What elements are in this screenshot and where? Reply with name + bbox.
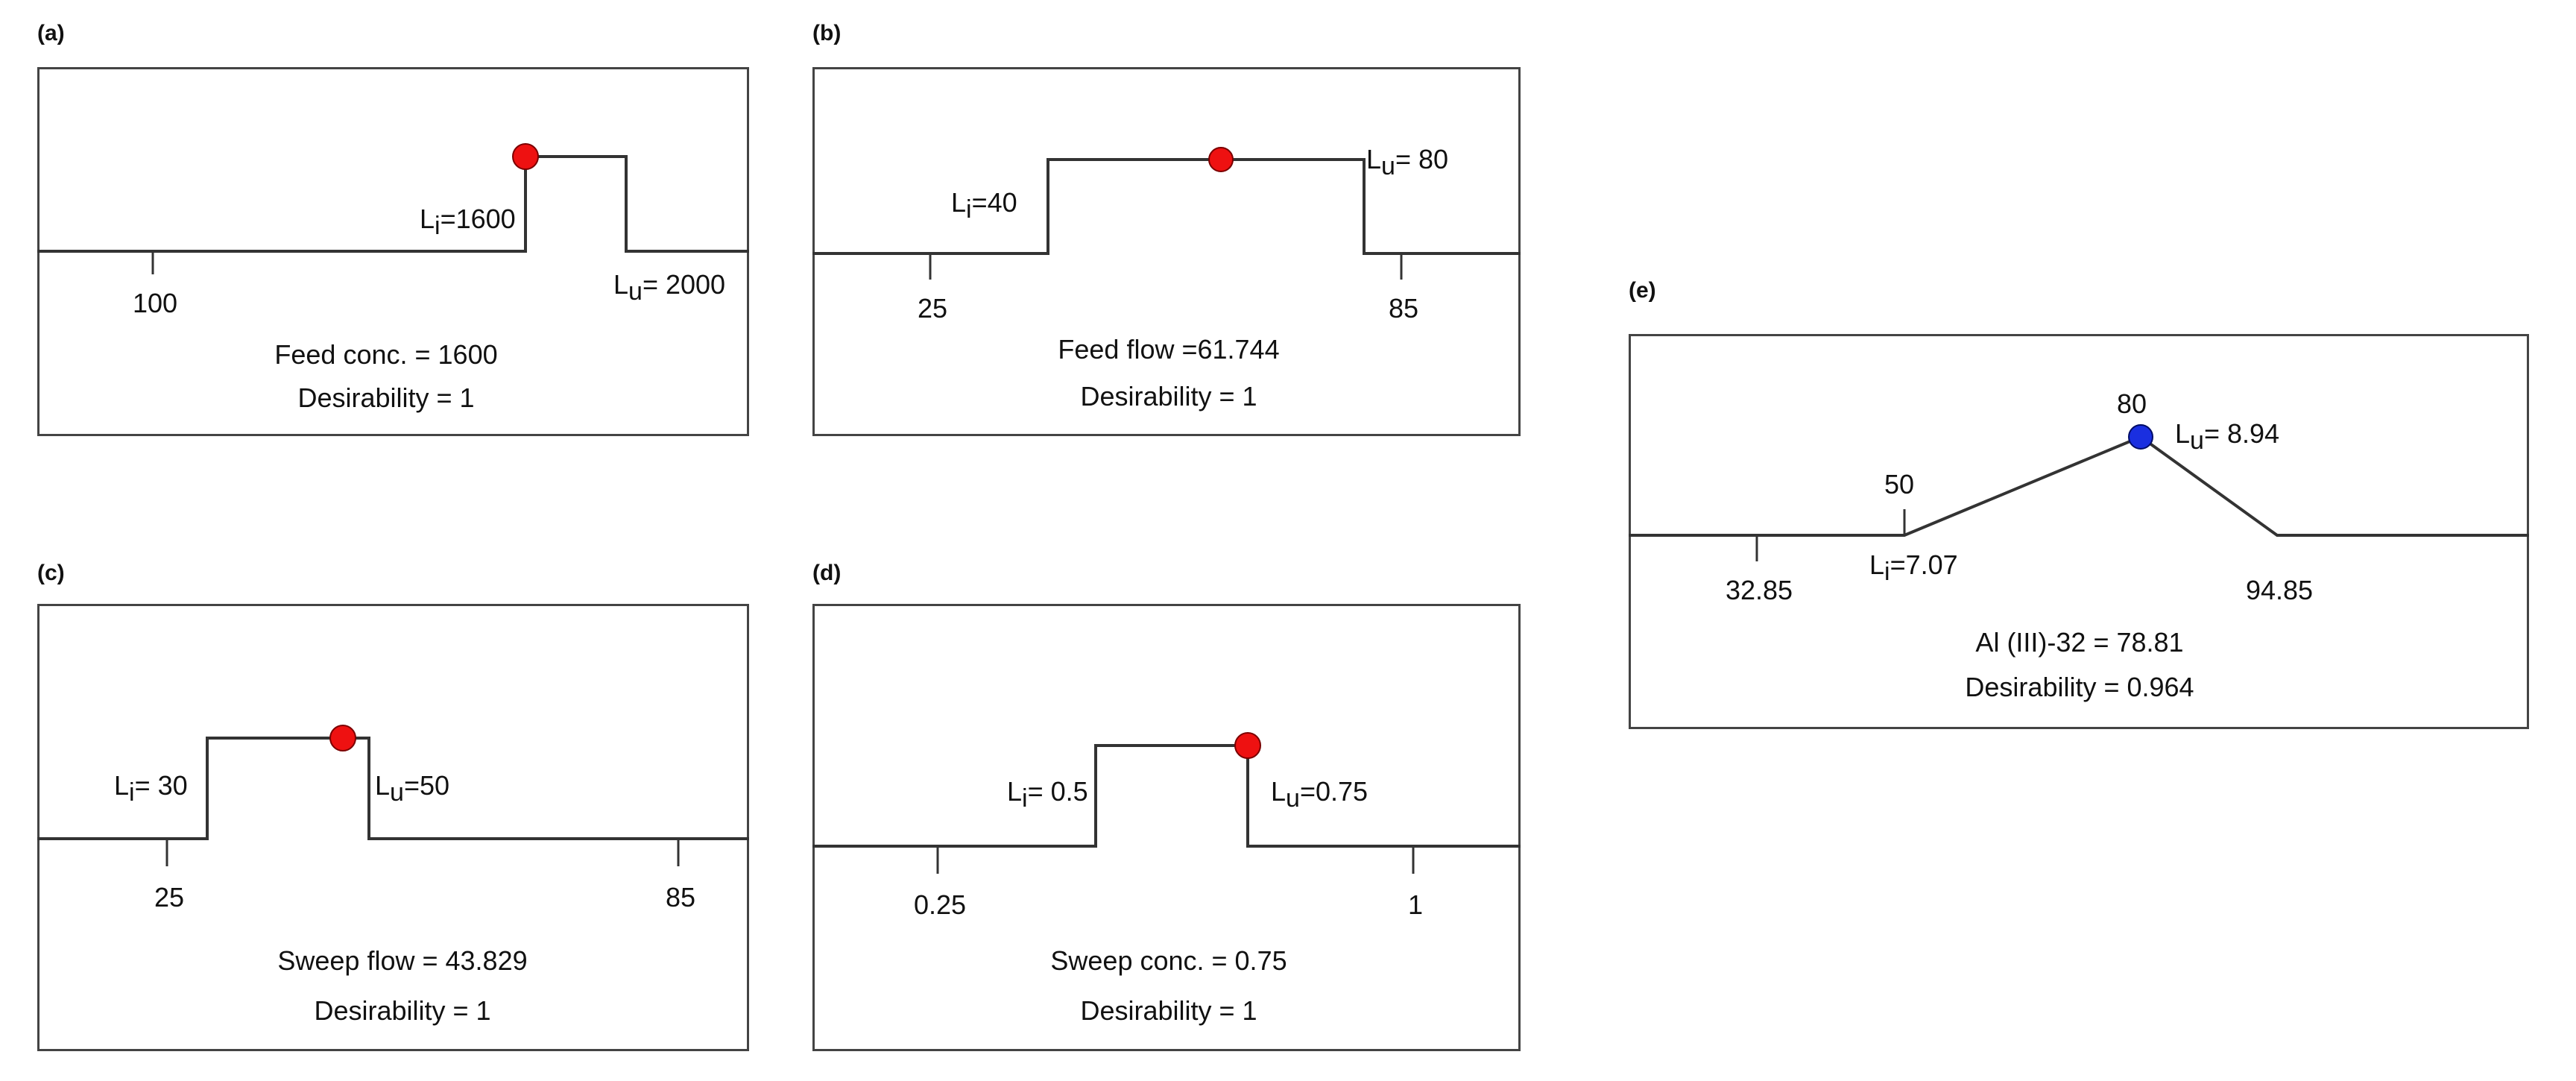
- low-target-label-e: 50: [1884, 469, 1915, 499]
- factor-value-d: Sweep conc. = 0.75: [1050, 945, 1287, 976]
- factor-value-b: Feed flow =61.744: [1058, 334, 1280, 365]
- optimum-point-d: [1234, 732, 1261, 759]
- factor-value-c: Sweep flow = 43.829: [277, 945, 528, 976]
- tick-label-left-d: 0.25: [913, 889, 967, 920]
- desirability-curve-d: [812, 732, 1521, 874]
- lower-limit-b: Li=40: [951, 187, 1017, 224]
- panel-label-b: (b): [812, 21, 842, 45]
- high-target-label-e: 80: [2116, 388, 2147, 419]
- desirability-curve-a: [37, 143, 749, 274]
- curve-line-b: [812, 158, 1521, 255]
- curve-line-c: [37, 737, 749, 840]
- optimum-point-a: [512, 143, 539, 170]
- tick-label-right-c: 85: [665, 882, 696, 913]
- optimum-point-b: [1208, 147, 1234, 172]
- desirability-a: Desirability = 1: [297, 382, 475, 413]
- desirability-curve-e: [1629, 424, 2529, 561]
- desirability-curve-b: [812, 147, 1521, 280]
- panel-e: 50 80 Li=7.07 Lu= 8.94 32.85 94.85 Al (I…: [1629, 334, 2529, 729]
- desirability-b: Desirability = 1: [1080, 381, 1257, 412]
- panel-label-a: (a): [37, 21, 65, 45]
- panel-label-e: (e): [1629, 278, 1656, 303]
- curve-line-e: [1629, 435, 2529, 537]
- tick-label-left-e: 32.85: [1725, 575, 1793, 605]
- panel-a: Li=1600 Lu= 2000 100 Feed conc. = 1600 D…: [37, 67, 749, 436]
- upper-limit-c: Lu=50: [375, 770, 450, 807]
- lower-limit-a: Li=1600: [420, 204, 516, 240]
- desirability-curve-c: [37, 725, 749, 866]
- upper-limit-b: Lu= 80: [1366, 144, 1449, 180]
- panel-label-d: (d): [812, 561, 842, 585]
- curve-line-d: [812, 744, 1521, 848]
- lower-limit-d: Li= 0.5: [1007, 776, 1088, 813]
- panel-c: Li= 30 Lu=50 25 85 Sweep flow = 43.829 D…: [37, 604, 749, 1051]
- lower-limit-c: Li= 30: [114, 770, 188, 807]
- desirability-d: Desirability = 1: [1080, 995, 1257, 1026]
- tick-label-left-b: 25: [917, 293, 948, 324]
- upper-limit-d: Lu=0.75: [1271, 776, 1368, 813]
- panel-b: Li=40 Lu= 80 25 85 Feed flow =61.744 Des…: [812, 67, 1521, 436]
- factor-value-e: Al (III)-32 = 78.81: [1975, 627, 2184, 658]
- tick-label-right-e: 94.85: [2245, 575, 2314, 605]
- lower-limit-e: Li=7.07: [1869, 549, 1958, 586]
- upper-limit-e: Lu= 8.94: [2175, 418, 2280, 455]
- optimum-point-e: [2128, 424, 2153, 450]
- desirability-c: Desirability = 1: [314, 995, 491, 1026]
- optimum-point-c: [329, 725, 356, 751]
- tick-label-right-d: 1: [1407, 889, 1424, 920]
- factor-value-a: Feed conc. = 1600: [274, 339, 498, 370]
- panel-d: Li= 0.5 Lu=0.75 0.25 1 Sweep conc. = 0.7…: [812, 604, 1521, 1051]
- curve-line-a: [37, 155, 749, 253]
- tick-label-left-a: 100: [132, 288, 178, 318]
- tick-label-left-c: 25: [154, 882, 185, 913]
- desirability-e: Desirability = 0.964: [1965, 672, 2194, 702]
- panel-label-c: (c): [37, 561, 65, 585]
- tick-label-right-b: 85: [1388, 293, 1419, 324]
- upper-limit-a: Lu= 2000: [613, 269, 726, 306]
